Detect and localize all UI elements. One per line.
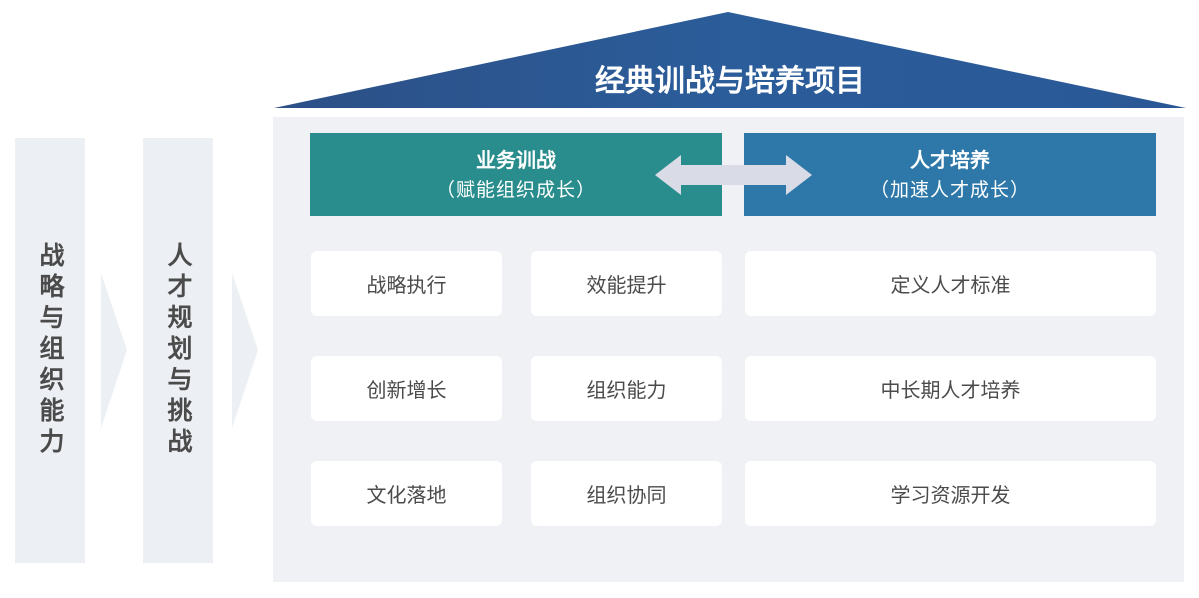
chevron-right-icon xyxy=(232,273,258,428)
cell-long-term-talent: 中长期人才培养 xyxy=(745,356,1156,421)
header-business-training-title: 业务训战 xyxy=(476,147,556,172)
cell-culture-landing: 文化落地 xyxy=(311,461,502,526)
header-talent-development-subtitle: （加速人才成长） xyxy=(869,178,1030,201)
column-talent-planning: 人才规划与挑战 xyxy=(143,138,213,563)
cell-talent-standards: 定义人才标准 xyxy=(745,251,1156,316)
cell-learning-resources: 学习资源开发 xyxy=(745,461,1156,526)
header-talent-development-title: 人才培养 xyxy=(910,147,990,172)
cell-efficiency-improvement: 效能提升 xyxy=(531,251,722,316)
cell-strategy-execution: 战略执行 xyxy=(311,251,502,316)
roof xyxy=(274,12,1186,108)
header-business-training: 业务训战 （赋能组织成长） xyxy=(310,133,722,216)
double-arrow-icon xyxy=(655,155,812,195)
column-strategy: 战略与组织能力 xyxy=(15,138,85,563)
cell-org-capability: 组织能力 xyxy=(531,356,722,421)
header-talent-development: 人才培养 （加速人才成长） xyxy=(744,133,1156,216)
cell-org-collaboration: 组织协同 xyxy=(531,461,722,526)
cell-innovation-growth: 创新增长 xyxy=(311,356,502,421)
column-strategy-label: 战略与组织能力 xyxy=(36,242,65,459)
chevron-right-icon xyxy=(101,273,127,428)
roof-title: 经典训战与培养项目 xyxy=(595,64,865,99)
column-talent-planning-label: 人才规划与挑战 xyxy=(164,242,193,459)
header-business-training-subtitle: （赋能组织成长） xyxy=(435,178,596,201)
